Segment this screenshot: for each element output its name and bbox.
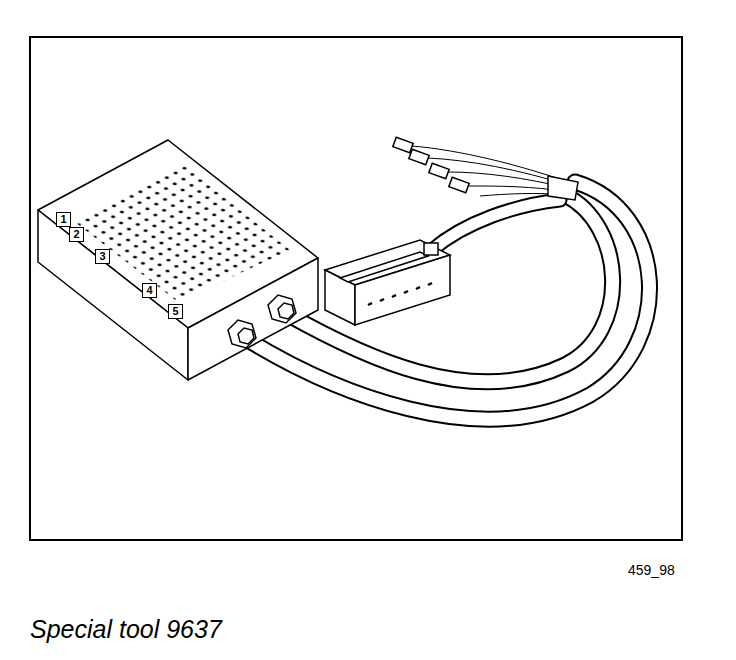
callout-number: 2 <box>69 227 84 242</box>
callout-number: 5 <box>168 304 183 319</box>
small-plugs <box>393 137 469 193</box>
wire-fan <box>412 146 570 196</box>
breakout-box <box>38 140 318 380</box>
connector-block <box>325 240 450 325</box>
socket-grid <box>38 140 318 328</box>
figure-number: 459_98 <box>628 562 675 578</box>
frame <box>30 37 682 540</box>
caption: Special tool 9637 <box>30 615 222 644</box>
cable-glands <box>228 295 296 348</box>
callout-number: 1 <box>56 212 71 227</box>
callout-number: 4 <box>142 283 157 298</box>
sleeve <box>548 176 578 200</box>
callout-number: 3 <box>95 249 110 264</box>
connector-pins <box>368 283 432 305</box>
